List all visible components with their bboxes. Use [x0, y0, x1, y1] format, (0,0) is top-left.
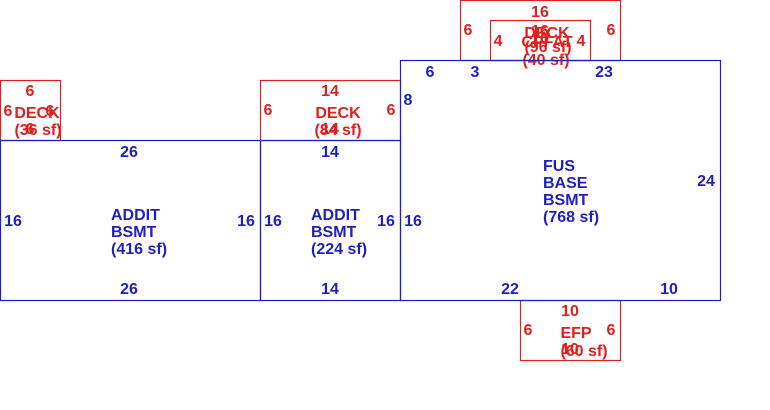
fus-bottom-dim-b: 10 [660, 281, 678, 298]
deck-middle-right-dim: 6 [387, 102, 396, 119]
addit-bsmt-left-right-dim: 16 [237, 213, 255, 230]
addit-bsmt-left-label-2: BSMT [111, 224, 157, 241]
deck-left-left-dim: 6 [4, 103, 13, 120]
deck-top-label: DECK [524, 25, 570, 42]
efp-top-dim: 10 [561, 303, 579, 320]
cpfat-left-dim: 4 [494, 33, 503, 50]
addit-bsmt-left-left-dim: 16 [4, 213, 22, 230]
deck-top-top-dim: 16 [531, 4, 549, 21]
efp: 10 6 6 EFP 10 (60 sf) [519, 299, 622, 362]
deck-top: 16 6 6 DECK 16 (96 sf) [459, 0, 622, 62]
addit-bsmt-left-area: (416 sf) [111, 241, 167, 258]
addit-bsmt-middle-area: (224 sf) [311, 241, 367, 258]
deck-middle-left-dim: 6 [264, 102, 273, 119]
deck-left-inner-dim: 6 [26, 121, 35, 138]
addit-bsmt-left-bottom-dim: 26 [120, 281, 138, 298]
efp-area: (60 sf) [560, 343, 607, 360]
addit-bsmt-left-label-1: ADDIT [111, 207, 160, 224]
fus-bottom-dim-a: 22 [501, 281, 519, 298]
efp-label: EFP [560, 325, 591, 342]
deck-left-top-dim: 6 [26, 83, 35, 100]
deck-top-right-dim: 6 [607, 22, 616, 39]
fus-right-dim: 24 [697, 173, 715, 190]
deck-middle: 14 6 6 DECK 14 (84 sf) [259, 79, 402, 142]
fus-top-dim-b: 3 [471, 64, 480, 81]
deck-middle-top-dim: 14 [321, 83, 339, 100]
addit-bsmt-middle-right-dim: 16 [377, 213, 395, 230]
addit-bsmt-middle: 14 14 16 16 ADDIT BSMT (224 sf) [259, 139, 402, 302]
deck-left: 6 6 6 DECK 6 (36 sf) [0, 79, 62, 142]
deck-middle-area: (84 sf) [314, 122, 361, 139]
addit-bsmt-middle-top-dim: 14 [321, 144, 339, 161]
addit-bsmt-middle-label-2: BSMT [311, 224, 357, 241]
cpfat-label: CPFAT [521, 34, 572, 51]
fus-area: (768 sf) [543, 209, 599, 226]
cpfat-inner-dim: 10 [531, 31, 549, 48]
addit-bsmt-left-top-dim: 26 [120, 144, 138, 161]
fus-notch-dim: 8 [404, 92, 413, 109]
fus-label-2: BASE [543, 175, 588, 192]
addit-bsmt-middle-left-dim: 16 [264, 213, 282, 230]
deck-top-inner-dim: 16 [531, 23, 549, 40]
fus-base-bsmt: 6 3 23 8 16 24 22 10 FUS BASE BSMT (768 … [399, 59, 722, 302]
addit-bsmt-middle-bottom-dim: 14 [321, 281, 339, 298]
fus-label-1: FUS [543, 158, 575, 175]
deck-left-label: DECK [14, 105, 60, 122]
deck-top-area: (96 sf) [524, 39, 571, 56]
fus-base-bsmt-outline [399, 59, 722, 302]
deck-middle-label: DECK [315, 105, 361, 122]
deck-left-area: (36 sf) [14, 122, 61, 139]
fus-left-dim: 16 [404, 213, 422, 230]
efp-right-dim: 6 [607, 322, 616, 339]
fus-label-3: BSMT [543, 192, 589, 209]
deck-top-left-dim: 6 [464, 22, 473, 39]
efp-left-dim: 6 [524, 322, 533, 339]
fus-top-dim-a: 6 [426, 64, 435, 81]
cpfat-right-dim: 4 [577, 33, 586, 50]
deck-left-right-dim: 6 [46, 103, 55, 120]
addit-bsmt-left: 26 26 16 16 ADDIT BSMT (416 sf) [0, 139, 262, 302]
cpfat: 4 4 CPFAT 10 (40 sf) [489, 19, 592, 69]
addit-bsmt-middle-label-1: ADDIT [311, 207, 360, 224]
fus-top-dim-c: 23 [595, 64, 613, 81]
efp-inner-dim: 10 [561, 341, 579, 358]
deck-middle-inner-dim: 14 [321, 121, 339, 138]
